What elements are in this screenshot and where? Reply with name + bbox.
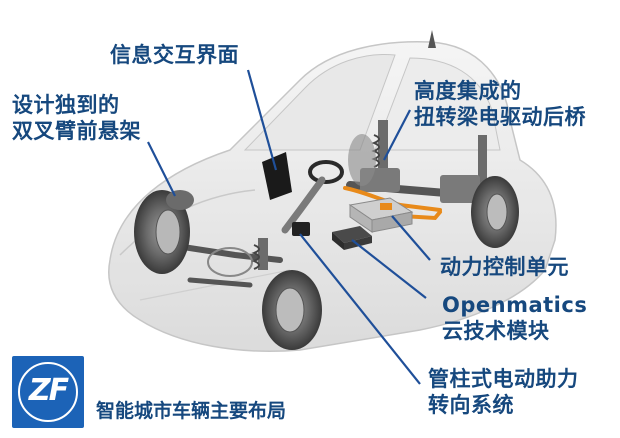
leader-power-control: [391, 215, 431, 261]
label-front-suspension: 设计独到的 双叉臂前悬架: [12, 93, 141, 143]
label-rear-axle: 高度集成的 扭转梁电驱动后桥: [414, 79, 586, 129]
infotainment-screen: [262, 152, 292, 200]
label-power-control: 动力控制单元: [440, 255, 569, 279]
roof-antenna: [428, 30, 436, 48]
front-left-wheel: [134, 190, 190, 274]
label-infotainment: 信息交互界面: [110, 43, 239, 67]
leader-infotainment: [246, 69, 278, 171]
zf-logo: ZF: [12, 356, 84, 428]
openmatics-module: [332, 226, 372, 250]
label-openmatics: Openmatics 云技术模块: [442, 293, 588, 343]
side-window: [374, 57, 501, 151]
leader-front-suspension: [147, 141, 176, 197]
steering-column: [281, 160, 344, 236]
leader-rear-axle: [383, 109, 411, 161]
rear-left-wheel: [348, 134, 376, 186]
figure-caption: 智能城市车辆主要布局: [96, 400, 287, 422]
front-right-wheel: [262, 270, 322, 350]
label-steering: 管柱式电动助力 转向系统: [428, 367, 579, 417]
logo-text: ZF: [28, 373, 69, 408]
windshield: [243, 54, 396, 151]
rear-right-wheel: [471, 176, 519, 248]
power-control-unit: [348, 197, 414, 233]
leader-openmatics: [351, 239, 427, 299]
leader-steering: [299, 233, 421, 385]
logo-ring: [18, 362, 78, 422]
front-subframe: [167, 238, 283, 288]
leader-lines: [147, 69, 431, 385]
